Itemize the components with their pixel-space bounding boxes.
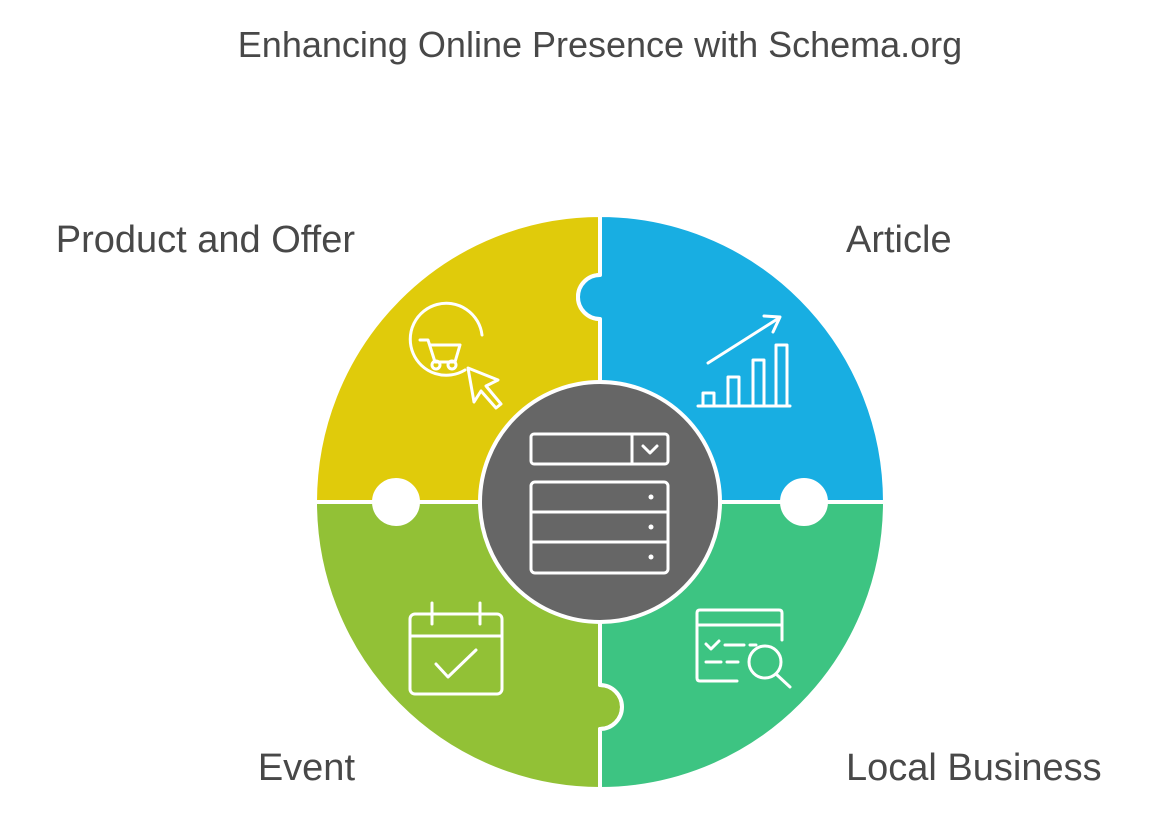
label-local-business: Local Business xyxy=(846,747,1102,789)
diagram-title: Enhancing Online Presence with Schema.or… xyxy=(237,24,963,65)
calendar-check-icon xyxy=(408,601,504,696)
shopping-cart-cursor-icon xyxy=(408,301,503,410)
label-article: Article xyxy=(846,219,952,261)
growth-bar-chart-icon xyxy=(696,314,792,408)
center-hub xyxy=(478,380,722,624)
search-listing-icon xyxy=(695,608,792,689)
label-product-and-offer: Product and Offer xyxy=(55,219,355,261)
label-event: Event xyxy=(257,747,355,789)
database-form-icon xyxy=(529,432,670,575)
